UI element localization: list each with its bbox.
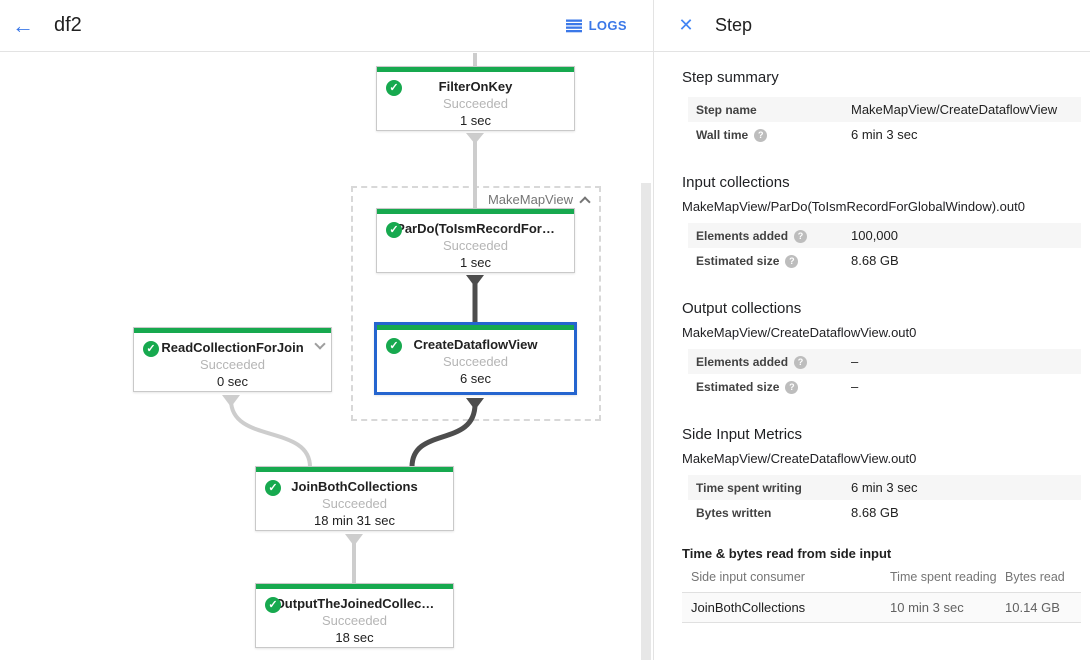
metric-row-elements-added: Elements added? 100,000 — [688, 223, 1081, 248]
node-title: FilterOnKey — [438, 79, 513, 94]
node-status: Succeeded — [442, 96, 509, 111]
job-graph-canvas[interactable]: MakeMapView ✓ FilterOnKey Succeeded 1 se… — [0, 0, 653, 660]
section-heading-output-collections: Output collections — [682, 300, 802, 317]
table-row: JoinBothCollections 10 min 3 sec 10.14 G… — [682, 593, 1081, 623]
metric-value: 100,000 — [851, 228, 898, 243]
metric-value: 8.68 GB — [851, 253, 899, 268]
node-joinbothcollections[interactable]: ✓ JoinBothCollections Succeeded 18 min 3… — [255, 466, 454, 531]
node-status: Succeeded — [442, 354, 509, 369]
panel-title: Step — [715, 15, 753, 35]
metric-value: 6 min 3 sec — [851, 127, 918, 142]
node-status: Succeeded — [442, 238, 509, 253]
node-filteronkey[interactable]: ✓ FilterOnKey Succeeded 1 sec — [376, 66, 575, 131]
metric-label: Wall time — [696, 128, 749, 142]
metric-row-step-name: Step name MakeMapView/CreateDataflowView — [688, 97, 1081, 122]
success-check-icon: ✓ — [386, 80, 402, 96]
success-check-icon: ✓ — [386, 222, 402, 238]
metric-value: – — [851, 354, 859, 369]
status-bar — [256, 584, 453, 589]
success-check-icon: ✓ — [265, 480, 281, 496]
metric-label: Elements added — [696, 229, 789, 243]
step-details-body: Step summary Step name MakeMapView/Creat… — [654, 69, 1090, 623]
metric-value: 8.68 GB — [851, 505, 899, 520]
node-status: Succeeded — [321, 496, 388, 511]
metric-value: MakeMapView/CreateDataflowView — [851, 102, 1058, 117]
help-icon[interactable]: ? — [794, 356, 808, 369]
node-pardo-toismrecord[interactable]: ✓ ParDo(ToIsmRecordFor… Succeeded 1 sec — [376, 208, 575, 273]
section-heading-input-collections: Input collections — [682, 174, 790, 191]
success-check-icon: ✓ — [143, 341, 159, 357]
step-details-header: ✕ Step — [654, 0, 1090, 52]
chevron-up-icon — [579, 196, 591, 208]
node-time: 18 sec — [335, 630, 374, 645]
node-title: ParDo(ToIsmRecordFor… — [396, 221, 555, 236]
node-title: OutputTheJoinedCollec… — [274, 596, 435, 611]
node-title: JoinBothCollections — [291, 479, 418, 494]
close-icon[interactable]: ✕ — [678, 15, 694, 35]
help-icon[interactable]: ? — [794, 230, 808, 243]
metric-row-wall-time: Wall time? 6 min 3 sec — [688, 122, 1081, 147]
group-label: MakeMapView — [487, 192, 573, 207]
job-title: df2 — [54, 14, 82, 36]
metric-value: – — [851, 379, 859, 394]
col-side-input-consumer: Side input consumer — [691, 569, 805, 584]
node-readcollectionforjoin[interactable]: ✓ ReadCollectionForJoin Succeeded 0 sec — [133, 327, 332, 392]
table-heading-side-input-read: Time & bytes read from side input — [682, 546, 892, 561]
status-bar — [377, 325, 574, 330]
success-check-icon: ✓ — [265, 597, 281, 613]
status-bar — [377, 209, 574, 214]
status-bar — [377, 67, 574, 72]
side-input-read-table: Side input consumer Time spent reading B… — [682, 561, 1081, 623]
help-icon[interactable]: ? — [785, 381, 799, 394]
metric-label: Time spent writing — [696, 481, 802, 495]
back-button[interactable]: ← — [12, 12, 34, 38]
metric-label: Bytes written — [696, 506, 772, 520]
cell-time: 10 min 3 sec — [890, 600, 964, 615]
step-details-panel: ✕ Step Step summary Step name MakeMapVie… — [653, 0, 1090, 660]
cell-bytes: 10.14 GB — [1005, 600, 1060, 615]
node-title: ReadCollectionForJoin — [161, 340, 304, 355]
node-time: 0 sec — [216, 374, 249, 389]
metric-label: Estimated size — [696, 254, 780, 268]
status-bar — [134, 328, 331, 333]
col-time-spent-reading: Time spent reading — [890, 569, 997, 584]
metric-row-estimated-size: Estimated size? – — [688, 374, 1081, 399]
metric-row-elements-added: Elements added? – — [688, 349, 1081, 374]
node-outputthejoinedcollection[interactable]: ✓ OutputTheJoinedCollec… Succeeded 18 se… — [255, 583, 454, 648]
node-createdataflowview[interactable]: ✓ CreateDataflowView Succeeded 6 sec — [374, 322, 577, 395]
col-bytes-read: Bytes read — [1005, 569, 1065, 584]
side-input-collection-name: MakeMapView/CreateDataflowView.out0 — [682, 451, 917, 466]
logs-list-icon — [565, 19, 582, 32]
cell-consumer: JoinBothCollections — [691, 600, 806, 615]
logs-button[interactable]: LOGS — [565, 18, 627, 33]
node-time: 6 sec — [459, 371, 492, 386]
metric-row-bytes-written: Bytes written 8.68 GB — [688, 500, 1081, 525]
metric-row-time-spent-writing: Time spent writing 6 min 3 sec — [688, 475, 1081, 500]
group-makemapview-toggle[interactable]: MakeMapView — [487, 192, 591, 208]
node-time: 18 min 31 sec — [314, 513, 395, 528]
metric-value: 6 min 3 sec — [851, 480, 918, 495]
job-graph-panel: MakeMapView ✓ FilterOnKey Succeeded 1 se… — [0, 0, 653, 660]
section-heading-side-input-metrics: Side Input Metrics — [682, 426, 803, 443]
success-check-icon: ✓ — [386, 338, 402, 354]
metric-row-estimated-size: Estimated size? 8.68 GB — [688, 248, 1081, 273]
top-bar: ← df2 LOGS — [0, 0, 653, 52]
node-time: 1 sec — [459, 113, 492, 128]
help-icon[interactable]: ? — [754, 129, 768, 142]
node-status: Succeeded — [199, 357, 266, 372]
output-collection-name: MakeMapView/CreateDataflowView.out0 — [682, 325, 917, 340]
help-icon[interactable]: ? — [785, 255, 799, 268]
status-bar — [256, 467, 453, 472]
metric-label: Elements added — [696, 355, 789, 369]
table-header-row: Side input consumer Time spent reading B… — [682, 561, 1081, 593]
metric-label: Step name — [696, 103, 757, 117]
graph-vertical-scrollbar[interactable] — [641, 183, 651, 660]
metric-label: Estimated size — [696, 380, 780, 394]
node-time: 1 sec — [459, 255, 492, 270]
input-collection-name: MakeMapView/ParDo(ToIsmRecordForGlobalWi… — [682, 199, 1025, 214]
node-status: Succeeded — [321, 613, 388, 628]
node-title: CreateDataflowView — [413, 337, 538, 352]
section-heading-step-summary: Step summary — [682, 69, 779, 86]
logs-label: LOGS — [588, 18, 627, 33]
